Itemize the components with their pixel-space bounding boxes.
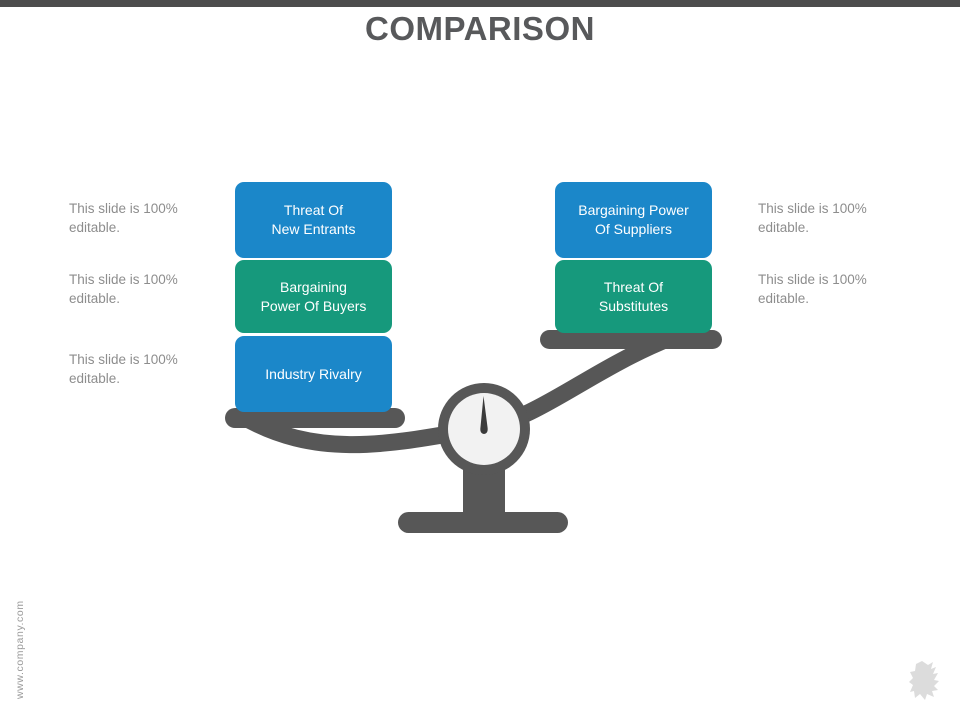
force-box-label: Industry Rivalry	[265, 365, 362, 382]
watermark-logo	[909, 661, 939, 700]
force-box-threat-of-new-entrants[interactable]: Threat Of New Entrants	[235, 182, 392, 258]
left-pan	[225, 408, 405, 428]
scale-base	[398, 512, 568, 533]
note-left-2: This slide is 100% editable.	[69, 272, 178, 306]
right-pan	[540, 330, 722, 349]
force-box-threat-of-substitutes[interactable]: Threat Of Substitutes	[555, 260, 712, 333]
force-box-label: Bargaining Power Of Suppliers	[578, 202, 689, 237]
gauge-needle-icon	[480, 396, 488, 434]
force-box-industry-rivalry[interactable]: Industry Rivalry	[235, 336, 392, 412]
force-box-label: Threat Of Substitutes	[598, 278, 669, 314]
force-box-bargaining-power-of-suppliers[interactable]: Bargaining Power Of Suppliers	[555, 182, 712, 258]
company-url: www.company.com	[14, 600, 26, 699]
force-box-label: Threat Of New Entrants	[271, 202, 356, 237]
note-left-1: This slide is 100% editable.	[69, 201, 178, 235]
note-right-1: This slide is 100% editable.	[758, 201, 867, 235]
note-right-2: This slide is 100% editable.	[758, 272, 867, 306]
balance-scale-graphic	[225, 329, 722, 533]
top-accent-bar	[0, 0, 960, 7]
note-left-3: This slide is 100% editable.	[69, 352, 178, 386]
force-box-label: Bargaining Power Of Buyers	[260, 278, 367, 314]
force-box-bargaining-power-of-buyers[interactable]: Bargaining Power Of Buyers	[235, 260, 392, 333]
page-title: COMPARISON	[365, 10, 595, 47]
